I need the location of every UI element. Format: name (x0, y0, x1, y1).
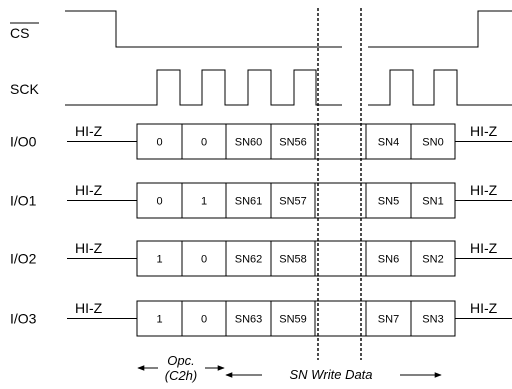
data-cell-value: 1 (156, 314, 162, 326)
data-cell (181, 240, 227, 277)
data-cell (225, 300, 272, 337)
io-label: I/O3 (10, 311, 37, 327)
data-cell-value: SN1 (422, 196, 443, 208)
hiz-label: HI-Z (470, 300, 498, 316)
hiz-label: HI-Z (470, 182, 498, 198)
data-cell (410, 300, 456, 337)
data-cell-value: SN3 (422, 314, 443, 326)
data-cell-value: SN5 (378, 196, 399, 208)
data-cell-value: 0 (201, 314, 207, 326)
data-cell-value: 0 (201, 137, 207, 149)
cs-waveform (65, 10, 342, 48)
data-cell-value: SN61 (235, 196, 263, 208)
data-cell-value: SN57 (279, 196, 307, 208)
data-cell-value: SN58 (279, 254, 307, 266)
io-row: I/O0 HI-Z 0 0 SN60 SN56 SN4 SN0 HI-Z (10, 123, 512, 160)
data-cell (136, 240, 183, 277)
hiz-label: HI-Z (470, 240, 498, 256)
io-label: I/O2 (10, 251, 37, 267)
data-cell (225, 240, 272, 277)
data-cell (181, 123, 227, 160)
data-cell (270, 240, 316, 277)
data-cell-value: SN62 (235, 254, 263, 266)
data-cell-value: SN2 (422, 254, 443, 266)
data-cell (270, 123, 316, 160)
data-cell-value: 0 (156, 137, 162, 149)
hiz-label: HI-Z (75, 300, 103, 316)
data-cell (270, 300, 316, 337)
data-cell (410, 123, 456, 160)
write-data-label: SN Write Data (289, 367, 372, 382)
io-row: I/O1 HI-Z 0 1 SN61 SN57 SN5 SN1 HI-Z (10, 182, 512, 219)
hiz-label: HI-Z (75, 182, 103, 198)
data-cell-value: 1 (156, 254, 162, 266)
cs-waveform-end (368, 10, 512, 48)
data-cell-value: SN63 (235, 314, 263, 326)
sck-waveform (65, 69, 342, 106)
data-cell (136, 123, 183, 160)
data-cell (410, 240, 456, 277)
data-cell-value: SN59 (279, 314, 307, 326)
data-cell (181, 182, 227, 219)
data-cell-value: SN7 (378, 314, 399, 326)
io-row: I/O3 HI-Z 1 0 SN63 SN59 SN7 SN3 HI-Z (10, 300, 512, 337)
io-label: I/O1 (10, 193, 37, 209)
hiz-label: HI-Z (75, 123, 103, 139)
data-cell (225, 182, 272, 219)
sck-waveform-end (368, 69, 512, 106)
data-cell-value: SN4 (378, 137, 399, 149)
hiz-label: HI-Z (470, 123, 498, 139)
hiz-label: HI-Z (75, 240, 103, 256)
data-cell (136, 300, 183, 337)
data-cell-value: 1 (201, 196, 207, 208)
data-cell (365, 182, 412, 219)
data-cell-value: 0 (156, 196, 162, 208)
sck-label: SCK (10, 81, 39, 97)
data-cell-value: SN60 (235, 137, 263, 149)
data-cell-value: SN6 (378, 254, 399, 266)
io-label: I/O0 (10, 134, 37, 150)
data-cell (270, 182, 316, 219)
data-cell (136, 182, 183, 219)
data-cell (410, 182, 456, 219)
data-cell (225, 123, 272, 160)
data-cell-value: SN0 (422, 137, 443, 149)
cs-label: CS (10, 25, 29, 41)
io-row: I/O2 HI-Z 1 0 SN62 SN58 SN6 SN2 HI-Z (10, 240, 512, 277)
opcode-value: (C2h) (165, 368, 198, 383)
data-cell-value: 0 (201, 254, 207, 266)
data-cell-value: SN56 (279, 137, 307, 149)
opcode-label: Opc. (167, 353, 194, 368)
data-cell (181, 300, 227, 337)
data-cell (365, 300, 412, 337)
